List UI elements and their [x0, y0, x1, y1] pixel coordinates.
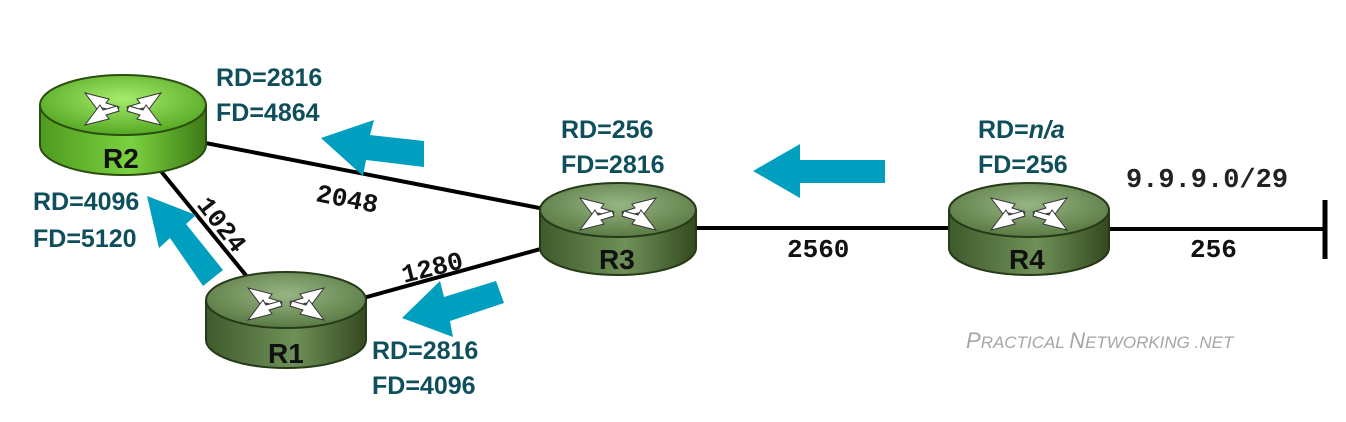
r2-fd-via-r1: FD=5120 [33, 225, 137, 253]
router-r4-top [948, 182, 1110, 238]
r2-fd-via-r3: FD=4864 [216, 99, 320, 127]
router-r2-top [39, 74, 207, 136]
r4-fd: FD=256 [978, 151, 1068, 179]
r2-rd-via-r1: RD=4096 [33, 188, 139, 216]
router-arrows-icon [578, 197, 658, 231]
router-r2-label: R2 [103, 143, 139, 174]
metrics-r4: RD=n/a FD=256 [978, 116, 1068, 179]
router-arrows-icon [246, 287, 326, 321]
link-r2-r3 [189, 138, 561, 214]
link-r1-r3 [344, 243, 556, 305]
router-r2[interactable]: R2 [39, 74, 207, 176]
cost-r3-r4: 2560 [787, 235, 849, 265]
cost-r2-r3: 2048 [313, 179, 380, 220]
r3-rd: RD=256 [561, 116, 653, 144]
router-arrows-icon [83, 92, 163, 126]
arrow-toward-r2-from-r3 [321, 120, 424, 176]
arrow-toward-r2-from-r1 [147, 196, 223, 286]
r1-rd: RD=2816 [372, 337, 478, 365]
route-direction-arrows [147, 120, 885, 337]
router-r4-label: R4 [1009, 244, 1045, 275]
r4-rd-prefix: RD= [978, 116, 1029, 144]
router-r4[interactable]: R4 [948, 182, 1110, 276]
metrics-r2-via-r1: RD=4096 FD=5120 [33, 188, 139, 253]
r2-rd-via-r3: RD=2816 [216, 64, 322, 92]
cost-r1-r3: 1280 [399, 247, 467, 291]
metrics-r1: RD=2816 FD=4096 [372, 337, 478, 400]
router-r1-label: R1 [268, 338, 304, 369]
metrics-r2-via-r3: RD=2816 FD=4864 [216, 64, 322, 127]
destination-subnet: 9.9.9.0/29 [1126, 166, 1288, 196]
router-r1-top [205, 271, 367, 329]
router-r3-label: R3 [599, 244, 635, 275]
r3-fd: FD=2816 [561, 151, 665, 179]
router-r3-top [539, 182, 697, 238]
link-r2-r1 [158, 168, 264, 297]
router-r3[interactable]: R3 [539, 182, 697, 276]
router-r1[interactable]: R1 [205, 271, 367, 369]
r4-rd: RD=n/a [978, 116, 1065, 144]
metrics-r3: RD=256 FD=2816 [561, 116, 665, 179]
r4-rd-value: n/a [1029, 116, 1065, 144]
cost-r4-network: 256 [1190, 235, 1237, 265]
arrow-toward-r3-from-r4 [753, 144, 885, 198]
links [158, 138, 1328, 305]
watermark: PRACTICAL NETWORKING .NET [966, 328, 1235, 353]
router-arrows-icon [989, 197, 1069, 231]
arrow-toward-r1-from-r3 [402, 281, 504, 337]
r1-fd: FD=4096 [372, 372, 476, 400]
